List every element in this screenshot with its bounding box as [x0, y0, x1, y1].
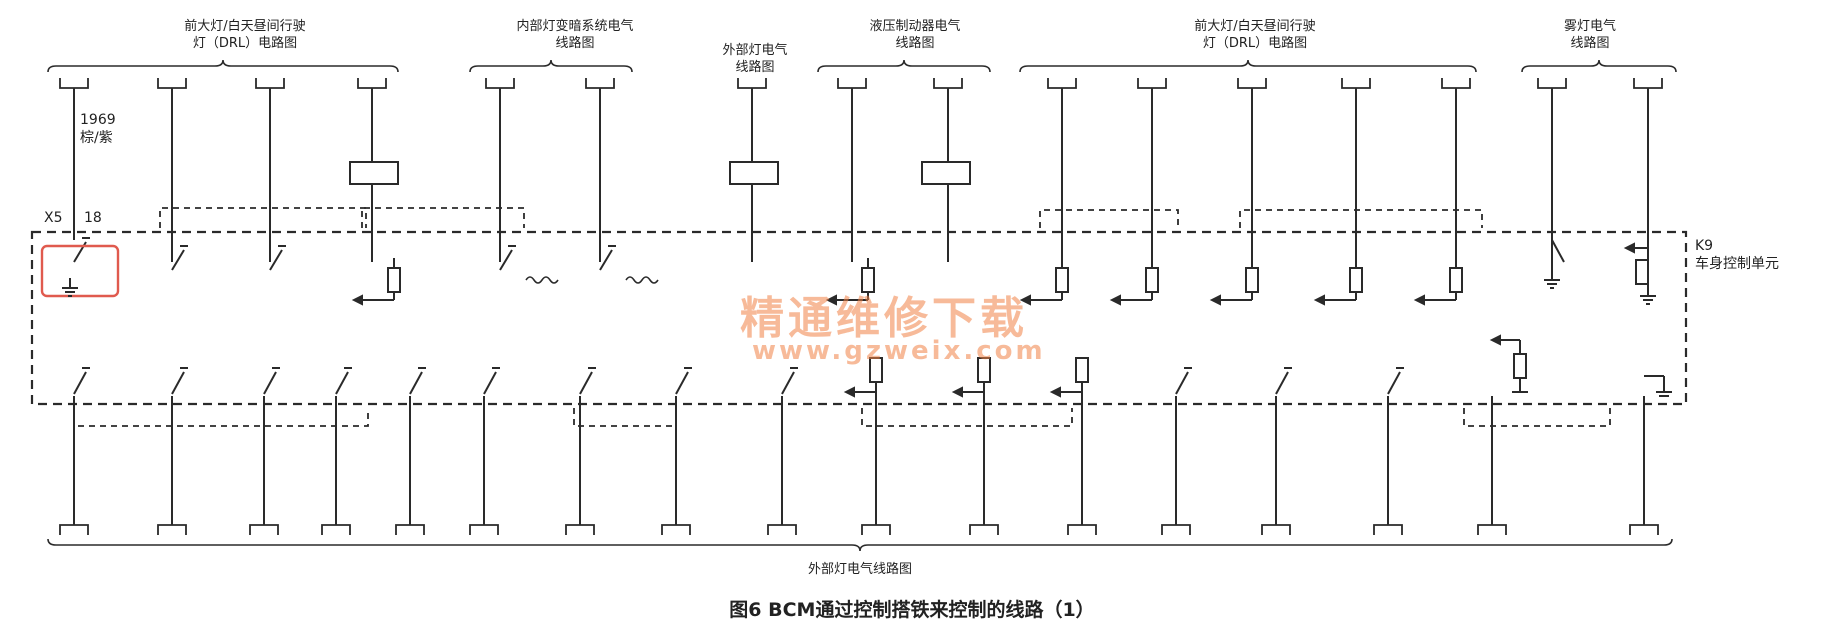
- top-group-label-exterior-lamps: 外部灯电气 线路图: [722, 43, 788, 75]
- module-name-label: 车身控制单元: [1695, 256, 1779, 272]
- top-group-label-fog-lamps: 雾灯电气 线路图: [1563, 19, 1616, 51]
- top-group-label-drl-2: 前大灯/白天昼间行驶 灯（DRL）电路图: [1194, 19, 1316, 51]
- top-group-label-hydraulic-brake: 液压制动器电气 线路图: [869, 19, 961, 51]
- connector-pin-label: 18: [84, 210, 102, 226]
- wire-number-label: 1969: [80, 112, 116, 128]
- top-group-label-interior-dimming: 内部灯变暗系统电气 线路图: [516, 19, 634, 51]
- connector-id-label: X5: [44, 210, 63, 226]
- figure-caption: 图6 BCM通过控制搭铁来控制的线路（1）: [729, 599, 1095, 621]
- module-id-label: K9: [1695, 238, 1714, 254]
- bottom-group-label: 外部灯电气线路图: [807, 562, 912, 577]
- watermark-text: 精通维修下载: [740, 293, 1028, 344]
- watermark-url: www.gzweix.com: [752, 336, 1046, 366]
- top-group-label-drl-1: 前大灯/白天昼间行驶 灯（DRL）电路图: [184, 19, 306, 51]
- wire-color-label: 棕/紫: [80, 130, 113, 146]
